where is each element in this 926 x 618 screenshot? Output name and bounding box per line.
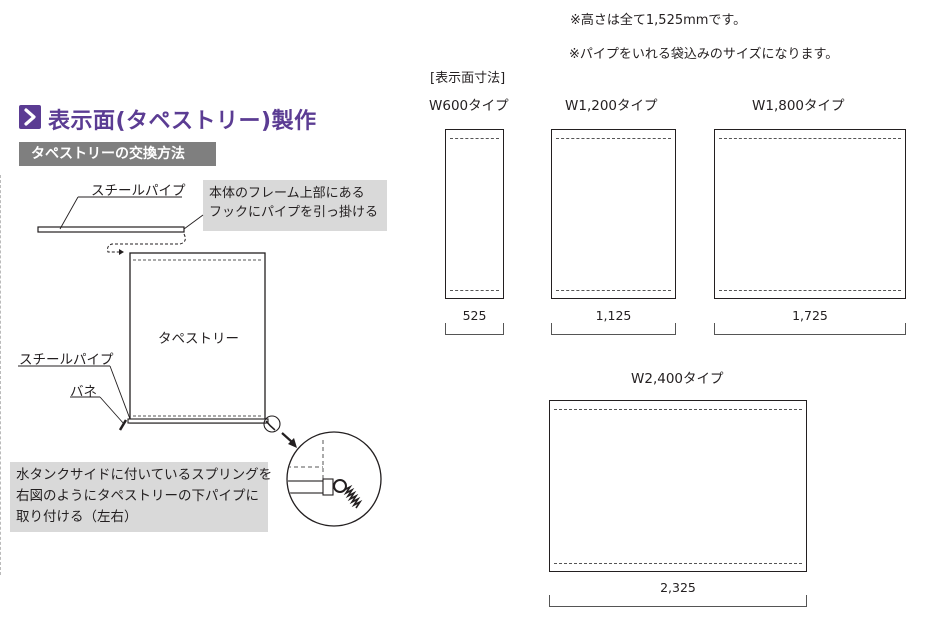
spring-instruction-line2: 右図のようにタペストリーの下パイプに xyxy=(16,488,259,504)
hook-callout: 本体のフレーム上部にある フックにパイプを引っ掛ける xyxy=(203,180,387,231)
detail-marker-circle xyxy=(263,415,281,433)
dim-bracket-w1200 xyxy=(551,323,676,335)
size-note: ※パイプをいれる袋込みのサイズになります。 xyxy=(569,47,839,62)
spring-instruction-line1: 水タンクサイドに付いているスプリングを xyxy=(16,467,273,483)
left-spring xyxy=(118,419,128,431)
type-w1800-name: W1,800タイプ xyxy=(752,98,845,114)
panel-w2400 xyxy=(549,400,807,572)
dim-bracket-w2400 xyxy=(549,595,807,607)
hook-dashed-arrow xyxy=(107,233,186,253)
dimensions-section-label: [表示面寸法] xyxy=(430,71,506,86)
detail-arrow-head xyxy=(288,438,297,448)
hook-callout-line1: 本体のフレーム上部にある xyxy=(209,186,365,201)
spring-instruction-line3: 取り付ける（左右） xyxy=(16,509,138,525)
panel-w1200 xyxy=(551,129,676,299)
section-subtitle: タペストリーの交換方法 xyxy=(19,142,216,166)
bottom-steel-pipe xyxy=(127,418,269,424)
detail-arrow-shaft xyxy=(281,432,293,443)
steel-pipe-bottom-label: スチールパイプ xyxy=(19,352,114,368)
height-note: ※高さは全て1,525mmです。 xyxy=(570,13,747,28)
steel-pipe-top-label: スチールパイプ xyxy=(91,183,186,199)
spring-instruction: 水タンクサイドに付いているスプリングを 右図のようにタペストリーの下パイプに 取… xyxy=(10,462,273,532)
dim-w2400: 2,325 xyxy=(660,580,696,595)
top-steel-pipe xyxy=(37,226,185,233)
spring-label: バネ xyxy=(70,384,97,400)
detail-magnified-circle xyxy=(286,431,382,527)
type-w2400-name: W2,400タイプ xyxy=(631,371,724,387)
dim-w1200: 1,125 xyxy=(595,308,632,323)
hook-callout-line2: フックにパイプを引っ掛ける xyxy=(209,205,379,220)
type-w1200-name: W1,200タイプ xyxy=(565,98,658,114)
dim-bracket-w1800 xyxy=(714,323,906,335)
panel-w1800 xyxy=(714,129,906,299)
type-w600-name: W600タイプ xyxy=(429,98,509,114)
dim-w1800: 1,725 xyxy=(792,308,828,323)
dim-bracket-w600 xyxy=(445,323,504,335)
panel-w600 xyxy=(445,129,504,299)
chevron-right-icon xyxy=(19,105,41,129)
tapestry-install-diagram xyxy=(18,196,382,527)
hook-arrow-head xyxy=(119,249,124,255)
page-edge-guide xyxy=(0,175,1,575)
callout-leader xyxy=(183,214,204,230)
dim-w600: 525 xyxy=(462,308,487,323)
top-pipe-leader xyxy=(59,196,79,230)
section-title: 表示面(タペストリー)製作 xyxy=(48,109,317,134)
tapestry-label: タペストリー xyxy=(158,331,239,347)
